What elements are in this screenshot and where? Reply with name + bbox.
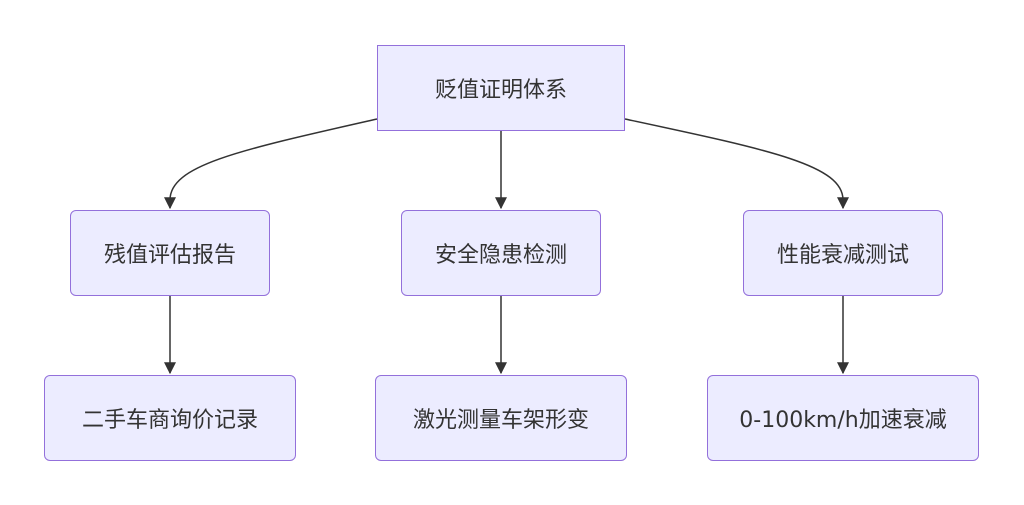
- node-label: 贬值证明体系: [434, 78, 567, 103]
- node-label: 性能衰减测试: [776, 243, 909, 268]
- node-laser-frame-measurement: 激光测量车架形变: [375, 375, 627, 461]
- node-label: 二手车商询价记录: [81, 408, 258, 433]
- node-label: 激光测量车架形变: [412, 408, 589, 433]
- edge-root-to-performance-test: [624, 118, 849, 210]
- node-dealer-quote-records: 二手车商询价记录: [44, 375, 296, 461]
- node-residual-value-report: 残值评估报告: [70, 210, 270, 296]
- node-performance-decay-test: 性能衰减测试: [743, 210, 943, 296]
- node-label: 残值评估报告: [103, 243, 236, 268]
- node-label: 0-100km/h加速衰减: [739, 408, 947, 433]
- node-label: 安全隐患检测: [434, 243, 567, 268]
- node-acceleration-decay: 0-100km/h加速衰减: [707, 375, 979, 461]
- node-root-depreciation-proof: 贬值证明体系: [377, 45, 625, 131]
- node-safety-inspection: 安全隐患检测: [401, 210, 601, 296]
- edge-root-to-residual-value: [164, 118, 378, 210]
